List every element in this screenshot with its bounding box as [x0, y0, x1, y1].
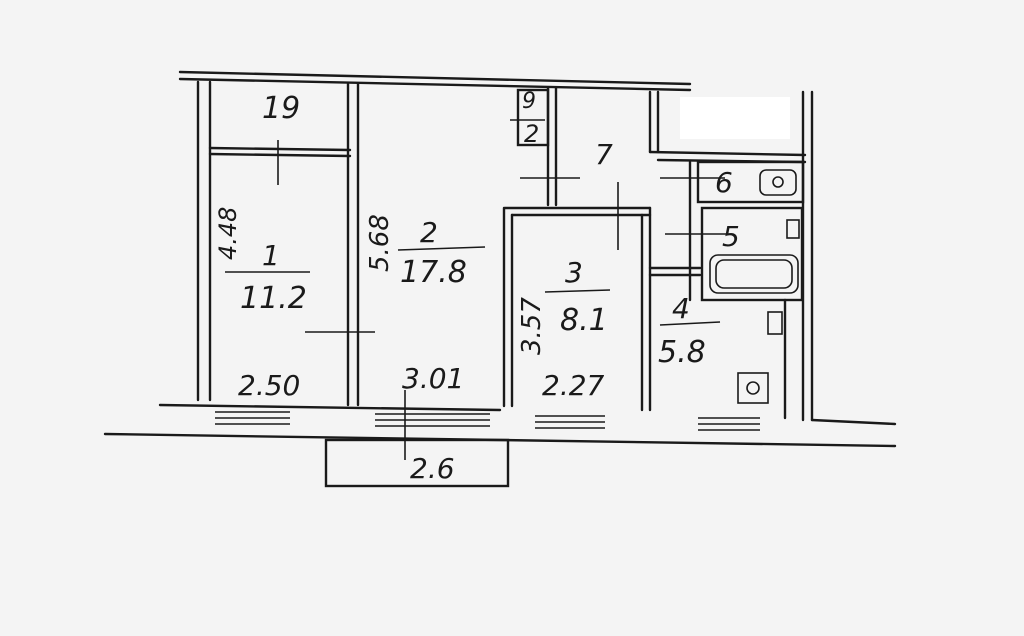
balcony-dimension: 2.6 — [410, 452, 455, 485]
room-4-number: 4 — [672, 292, 690, 325]
room-6-number: 6 — [715, 166, 733, 199]
storage-wall — [208, 146, 352, 152]
room-2-area: 17.8 — [400, 255, 467, 290]
room-1-length: 4.48 — [214, 207, 242, 260]
storage-wall-inner — [208, 152, 352, 158]
outer-wall-top-inner — [178, 77, 692, 92]
room3-fraction-line — [544, 289, 611, 293]
room-3-width: 2.27 — [542, 369, 605, 402]
room-19-number: 19 — [262, 91, 300, 126]
room-1-width: 2.50 — [238, 369, 300, 402]
bathtub — [709, 254, 799, 294]
blank-patch — [680, 97, 790, 139]
closet-number: 9 — [522, 89, 536, 114]
walls — [103, 70, 897, 488]
room-1-area: 11.2 — [240, 281, 307, 316]
room-4-area: 5.8 — [658, 335, 706, 370]
toilet — [759, 169, 797, 196]
room-5-number: 5 — [722, 220, 740, 253]
kitchen-sink — [767, 311, 783, 335]
room-1-number: 1 — [262, 239, 280, 272]
toilet-bowl — [772, 176, 784, 188]
room-3-number: 3 — [565, 256, 583, 289]
room-labels: 19 1 11.2 2 17.8 3 8.1 4 5.8 5 6 7 9 2 2… — [214, 89, 740, 485]
outer-wall-right-return — [810, 418, 897, 426]
bathroom-sink — [786, 219, 800, 239]
room-7-number: 7 — [595, 138, 613, 171]
stove-burner — [746, 381, 760, 395]
room-3-area: 8.1 — [560, 303, 608, 338]
room4-fraction-line — [659, 321, 721, 326]
fixtures — [215, 119, 800, 460]
closet-sub: 2 — [524, 120, 539, 148]
room2-fraction-line — [397, 246, 486, 251]
room-2-width: 3.01 — [402, 362, 464, 395]
stove — [737, 372, 769, 404]
bathtub-inner — [715, 259, 793, 289]
closet-box — [516, 88, 550, 147]
bath-wall-top — [648, 150, 807, 157]
outer-wall-top — [178, 70, 692, 86]
room-2-length: 5.68 — [365, 214, 395, 272]
balcony — [324, 438, 510, 488]
room-2-number: 2 — [420, 216, 438, 249]
windows — [215, 411, 760, 431]
facade-line — [158, 403, 502, 412]
room-3-length: 3.57 — [517, 297, 547, 355]
